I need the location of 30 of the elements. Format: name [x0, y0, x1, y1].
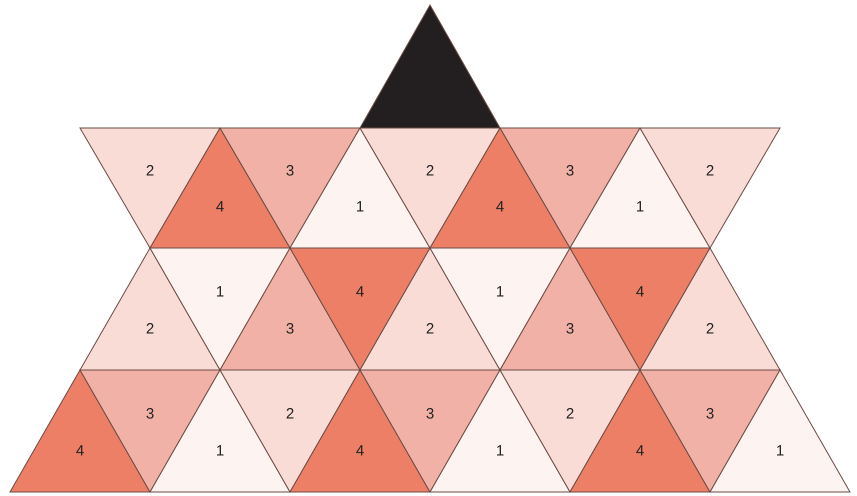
tile-number: 3	[566, 164, 574, 179]
tile-number: 4	[636, 284, 644, 300]
tile-number: 2	[426, 164, 434, 179]
tile-number: 4	[356, 284, 364, 300]
tile-number: 1	[216, 284, 224, 300]
tile-number: 1	[776, 443, 784, 458]
tile-number: 4	[496, 200, 504, 215]
tile-number: 4	[216, 200, 224, 215]
tile-number: 3	[286, 164, 294, 179]
tile-number: 3	[706, 406, 714, 422]
tile-number: 4	[356, 443, 364, 458]
tile-number: 3	[146, 406, 154, 422]
tile-number: 1	[356, 200, 364, 215]
tile-number: 4	[636, 443, 644, 458]
tile-number: 1	[496, 284, 504, 300]
tile-number: 2	[286, 406, 294, 422]
triangle-tile	[360, 5, 500, 128]
tile-number: 3	[426, 406, 434, 422]
tile-number: 3	[566, 321, 574, 336]
tile-number: 3	[286, 321, 294, 336]
tile-number: 4	[76, 443, 84, 458]
tile-number: 1	[496, 443, 504, 458]
tile-number: 2	[706, 164, 714, 179]
tile-number: 2	[566, 406, 574, 422]
tile-number: 2	[146, 164, 154, 179]
tile-number: 2	[426, 321, 434, 336]
tile-number: 2	[146, 321, 154, 336]
tile-number: 1	[636, 200, 644, 215]
tile-number: 1	[216, 443, 224, 458]
tile-number: 2	[706, 321, 714, 336]
